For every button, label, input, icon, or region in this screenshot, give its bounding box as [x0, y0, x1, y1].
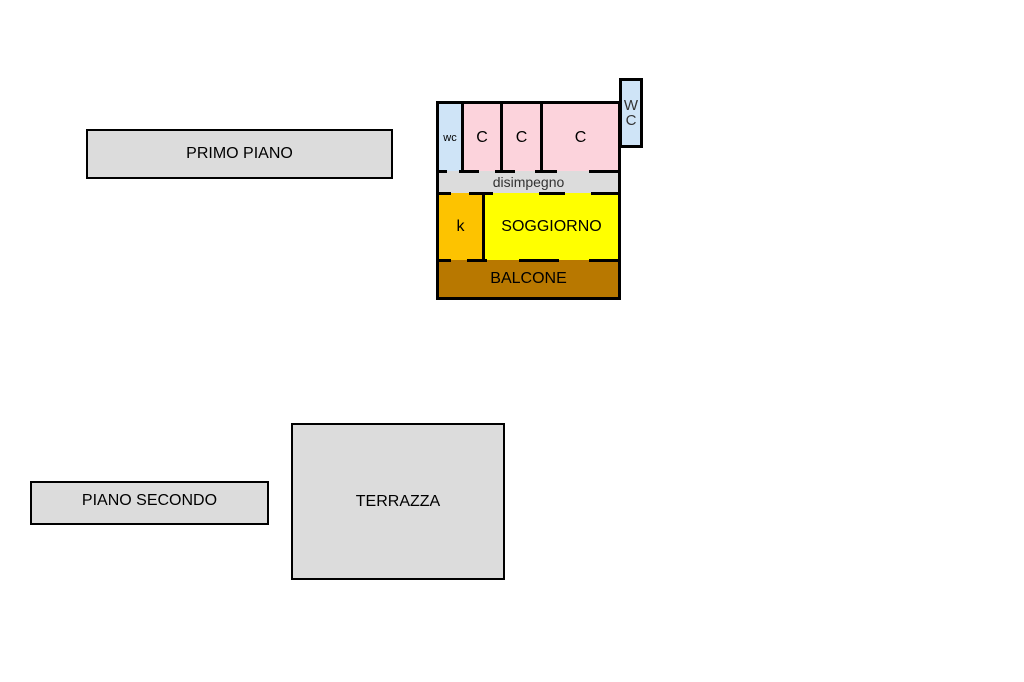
wall-segment [519, 259, 559, 262]
wall-segment [469, 192, 493, 195]
wc-right-label-line2: C [625, 112, 637, 129]
hallway: disimpegno [439, 171, 618, 193]
terrace-room: TERRAZZA [291, 423, 505, 580]
wc-right-room: W C [619, 78, 643, 148]
bedroom-3: C [543, 104, 618, 171]
living-room: SOGGIORNO [485, 193, 618, 260]
wall-segment [495, 170, 515, 173]
kitchen: k [439, 193, 485, 260]
wall-segment [439, 170, 447, 173]
wall-segment [535, 170, 557, 173]
wall-segment [459, 170, 479, 173]
wall-segment [589, 259, 618, 262]
wall-segment [591, 192, 618, 195]
bedroom-2: C [503, 104, 543, 171]
first-floor-label: PRIMO PIANO [86, 129, 393, 179]
balcony: BALCONE [439, 260, 618, 297]
wall-segment [539, 192, 565, 195]
wall-segment [467, 259, 487, 262]
wc-right-label-line1: W [623, 97, 639, 114]
bedroom-1: C [464, 104, 503, 171]
wall-segment [439, 259, 451, 262]
floor-plan-first-floor: wc C C C disimpegno k SOGGIORNO BALCONE [436, 101, 621, 300]
wc-left-room: wc [439, 104, 464, 171]
second-floor-label: PIANO SECONDO [30, 481, 269, 525]
wall-segment [439, 192, 451, 195]
wall-segment [589, 170, 618, 173]
